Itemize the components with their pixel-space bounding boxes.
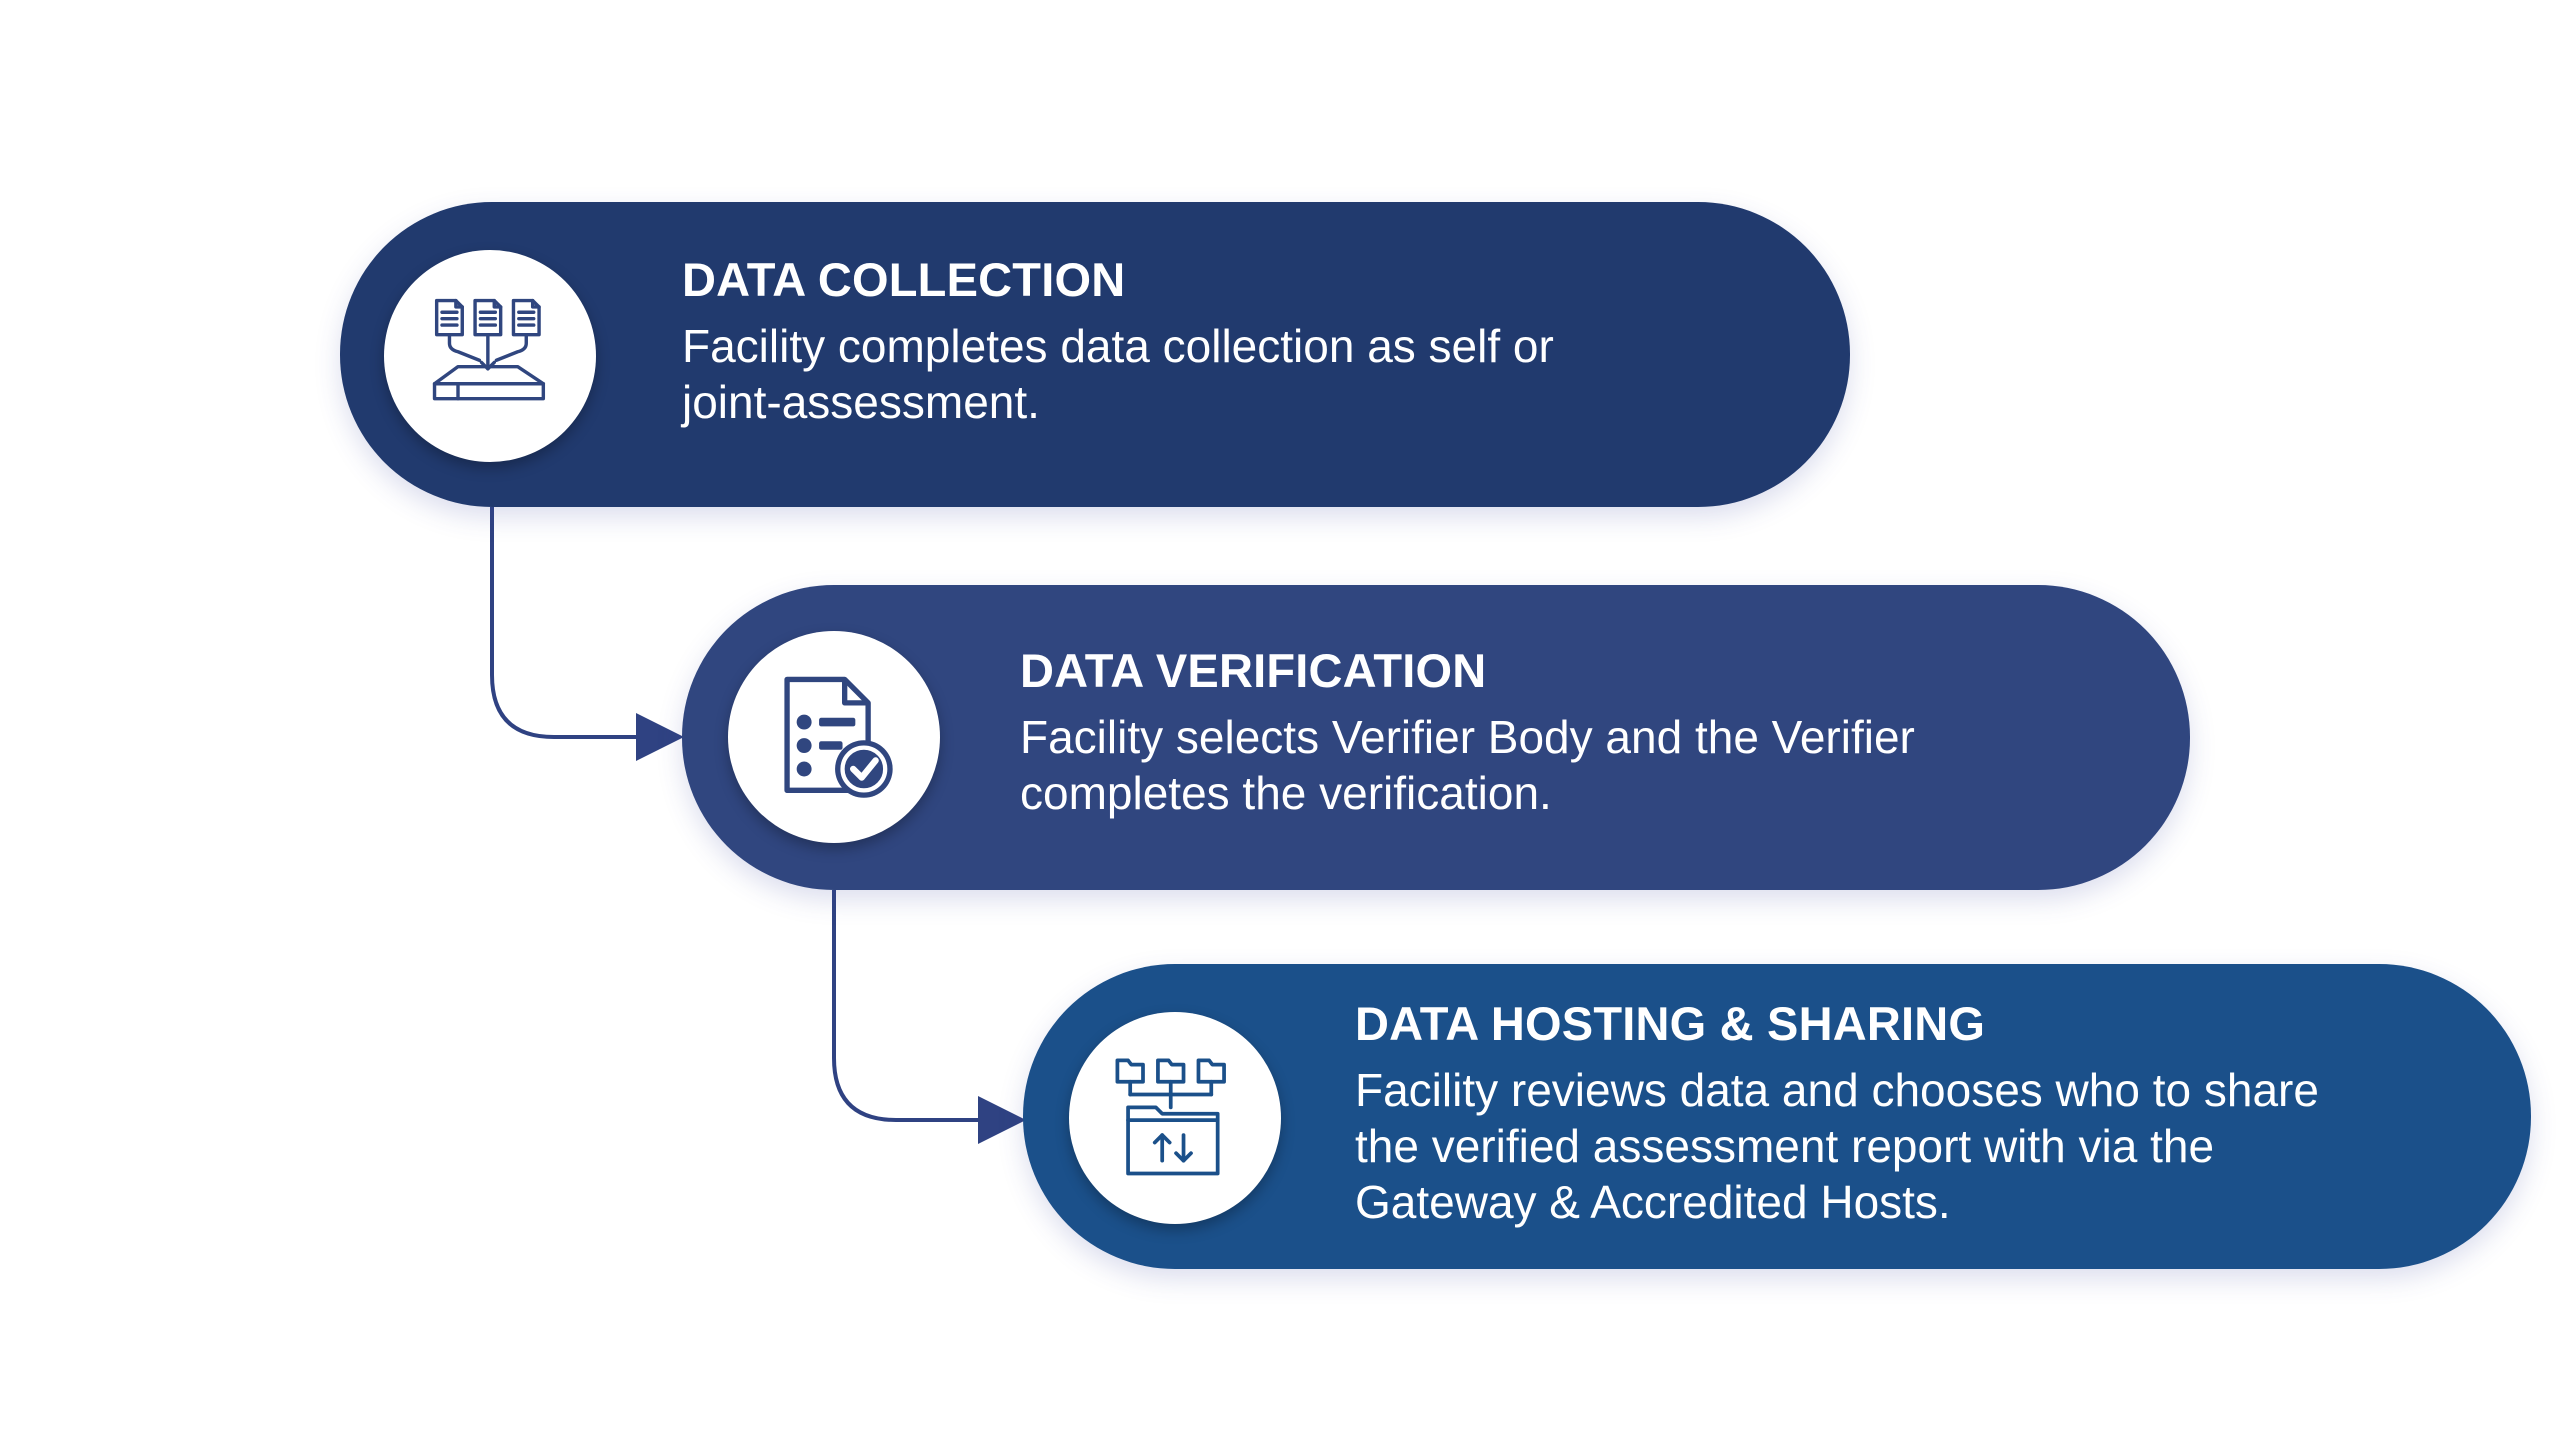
step-data-verification: DATA VERIFICATION Facility selects Verif… bbox=[682, 585, 2190, 890]
step-title: DATA VERIFICATION bbox=[1020, 644, 1487, 697]
step-text: DATA HOSTING & SHARING Facility reviews … bbox=[1355, 994, 2319, 1230]
step-title: DATA HOSTING & SHARING bbox=[1355, 997, 1986, 1050]
step-icon-circle bbox=[1069, 1012, 1281, 1224]
step-description: Facility reviews data and chooses who to… bbox=[1355, 1064, 2319, 1228]
connector-1-to-2 bbox=[490, 507, 648, 739]
folder-sharing-icon bbox=[1115, 1058, 1226, 1176]
data-collection-icon bbox=[432, 298, 546, 401]
step-title: DATA COLLECTION bbox=[682, 253, 1126, 306]
document-verification-icon bbox=[784, 676, 893, 798]
step-data-hosting-sharing: DATA HOSTING & SHARING Facility reviews … bbox=[1023, 964, 2531, 1269]
step-icon-circle bbox=[384, 250, 596, 462]
arrow-head-2 bbox=[978, 1096, 1026, 1144]
step-text: DATA COLLECTION Facility completes data … bbox=[682, 250, 1554, 430]
step-icon-circle bbox=[728, 631, 940, 843]
step-description: Facility completes data collection as se… bbox=[682, 320, 1554, 428]
connector-2-to-3 bbox=[832, 890, 990, 1122]
step-text: DATA VERIFICATION Facility selects Verif… bbox=[1020, 641, 1915, 821]
step-data-collection: DATA COLLECTION Facility completes data … bbox=[340, 202, 1850, 507]
step-description: Facility selects Verifier Body and the V… bbox=[1020, 711, 1915, 819]
arrow-head-1 bbox=[636, 713, 684, 761]
